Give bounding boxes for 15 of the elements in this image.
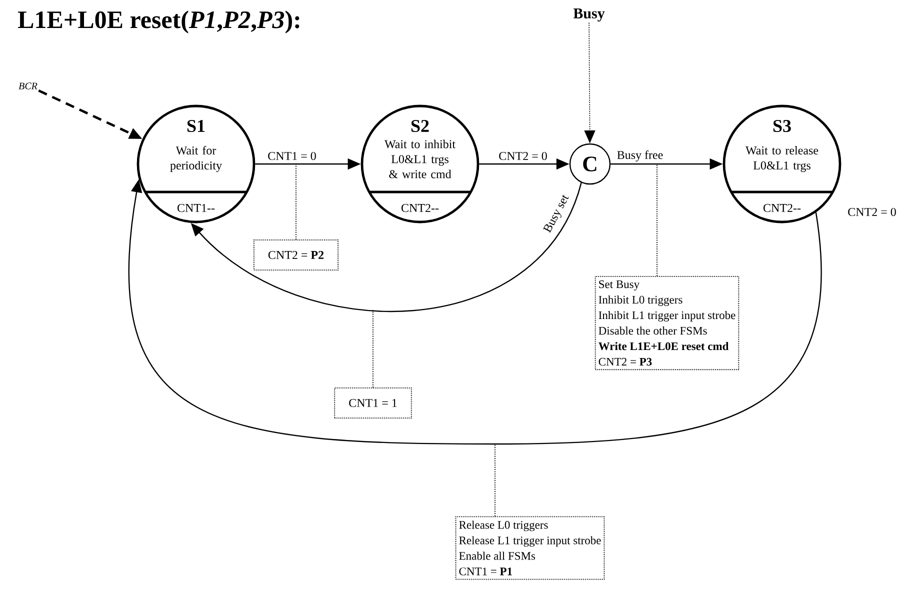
edge-label: CNT2 = 0 <box>846 206 898 218</box>
signal-label: BCR <box>18 82 38 90</box>
leader-line <box>656 164 658 276</box>
leader-line <box>372 310 374 388</box>
edge-label: Busy free <box>616 149 664 163</box>
leader-line <box>494 444 496 517</box>
edge-label: CNT1 = 0 <box>266 150 318 162</box>
note-box: CNT2 = P2 <box>254 240 338 270</box>
signal-label: Busy <box>573 8 605 22</box>
note-box: CNT1 = 1 <box>334 388 412 418</box>
edge-label: CNT2 = 0 <box>498 150 548 162</box>
title: L1E+L0E reset(P1,P2,P3): <box>18 10 300 34</box>
edge-label: Busy set <box>541 192 573 236</box>
action-box: Set Busy Inhibit L0 triggers Inhibit L1 trigger input strobe Disable the other FSMs Write L1E+L0E reset cmd CNT2 = P3 <box>594 276 740 370</box>
action-box: Release L0 triggers Release L1 trigger input strobe Enable all FSMs CNT1 = P1 <box>455 516 605 580</box>
